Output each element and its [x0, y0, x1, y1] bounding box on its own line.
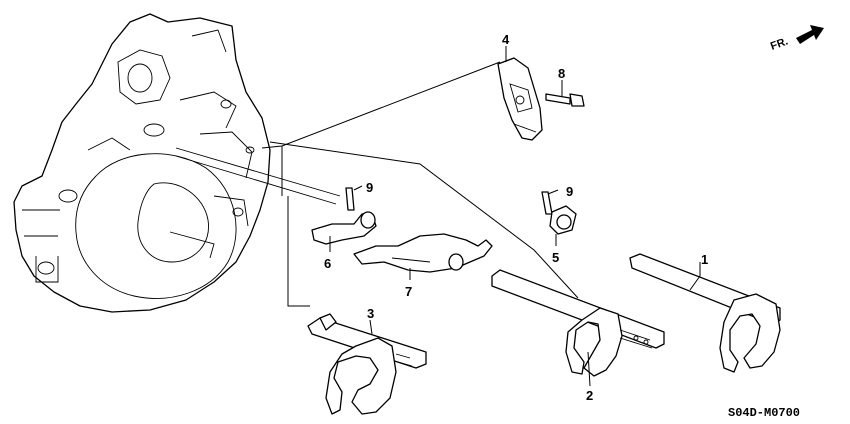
- callout-9-upper: 9: [366, 180, 373, 195]
- roll-pin-a: [345, 187, 355, 211]
- transmission-housing: [13, 13, 271, 313]
- callout-9-lower: 9: [566, 184, 573, 199]
- callout-8: 8: [558, 66, 565, 81]
- front-label: FR.: [769, 35, 790, 52]
- callout-2: 2: [586, 388, 593, 403]
- shift-fork-rod-left: [307, 313, 427, 415]
- shift-fork-rod-middle: [491, 269, 665, 377]
- interlock-bracket: [497, 57, 543, 141]
- callout-5: 5: [552, 250, 559, 265]
- diagram-code: S04D-M0700: [728, 406, 800, 420]
- leader-lines: [261, 46, 701, 387]
- shift-fork-rod-right: [629, 253, 781, 373]
- shift-holder: [353, 233, 493, 273]
- callouts: 1 2 3 4 5 6 7 8 9 9: [324, 32, 708, 403]
- roll-pin-b: [541, 191, 553, 215]
- shift-arm: [311, 211, 377, 245]
- front-arrow-icon: [796, 25, 824, 44]
- callout-1: 1: [701, 252, 708, 267]
- callout-6: 6: [324, 256, 331, 271]
- callout-3: 3: [367, 306, 374, 321]
- front-direction-indicator: FR.: [769, 25, 824, 53]
- callout-4: 4: [502, 32, 510, 47]
- shift-shaft-upper-rail: [175, 147, 341, 205]
- callout-7: 7: [405, 284, 412, 299]
- shift-piece: [549, 205, 577, 235]
- flange-bolt: [545, 93, 585, 107]
